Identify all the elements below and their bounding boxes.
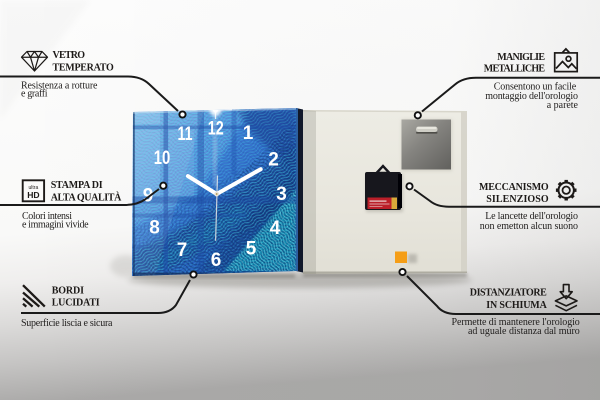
svg-text:5: 5 xyxy=(246,238,257,259)
svg-text:MANIGLIE: MANIGLIE xyxy=(497,52,545,63)
svg-text:6: 6 xyxy=(211,250,222,271)
svg-text:2: 2 xyxy=(268,150,279,171)
svg-text:IN SCHIUMA: IN SCHIUMA xyxy=(486,300,547,311)
svg-text:MECCANISMO: MECCANISMO xyxy=(479,182,549,193)
svg-text:4: 4 xyxy=(270,218,281,239)
svg-text:SILENZIOSO: SILENZIOSO xyxy=(486,194,549,205)
svg-text:DISTANZIATORE: DISTANZIATORE xyxy=(470,287,547,298)
svg-text:METALLICHE: METALLICHE xyxy=(484,64,546,75)
svg-text:3: 3 xyxy=(276,184,287,205)
svg-text:a parete: a parete xyxy=(547,100,579,111)
svg-text:Permette di mantenere l'orolog: Permette di mantenere l'orologio xyxy=(452,317,580,328)
svg-text:Resistenza a rotture: Resistenza a rotture xyxy=(21,80,98,91)
svg-text:1: 1 xyxy=(243,123,254,144)
svg-text:7: 7 xyxy=(177,240,188,261)
svg-text:11: 11 xyxy=(178,124,193,145)
svg-text:ad uguale distanza dal muro: ad uguale distanza dal muro xyxy=(468,326,580,337)
svg-text:LUCIDATI: LUCIDATI xyxy=(52,298,100,309)
svg-text:Le lancette dell'orologio: Le lancette dell'orologio xyxy=(485,211,578,222)
svg-text:Colori intensi: Colori intensi xyxy=(22,211,72,222)
svg-text:Consentono un facile: Consentono un facile xyxy=(494,82,577,93)
svg-text:e graffi: e graffi xyxy=(21,89,48,100)
svg-text:8: 8 xyxy=(149,218,160,239)
svg-text:TEMPERATO: TEMPERATO xyxy=(53,62,115,73)
svg-text:e immagini vivide: e immagini vivide xyxy=(22,219,89,230)
svg-text:BORDI: BORDI xyxy=(52,286,84,297)
svg-text:10: 10 xyxy=(154,148,171,169)
svg-text:ALTA QUALITÀ: ALTA QUALITÀ xyxy=(51,192,122,204)
svg-text:ultra: ultra xyxy=(29,185,39,191)
svg-text:Superficie liscia e sicura: Superficie liscia e sicura xyxy=(21,318,113,329)
svg-text:HD: HD xyxy=(27,190,39,200)
svg-text:VETRO: VETRO xyxy=(53,50,86,61)
svg-text:12: 12 xyxy=(208,119,224,140)
svg-text:STAMPA DI: STAMPA DI xyxy=(51,180,103,191)
svg-text:montaggio dell'orologio: montaggio dell'orologio xyxy=(485,91,578,102)
svg-text:non emetton alcun suono: non emetton alcun suono xyxy=(480,221,578,232)
